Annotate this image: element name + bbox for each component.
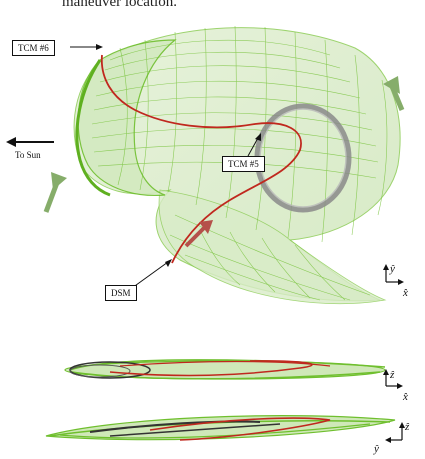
side-view-xz	[65, 360, 385, 379]
axis-z-side2: ẑ	[404, 421, 410, 433]
dsm-label: DSM	[105, 285, 137, 301]
dsm-leader	[132, 262, 168, 288]
to-sun-label: To Sun	[15, 150, 41, 160]
axis-y-main: ŷ	[389, 263, 395, 275]
flow-arrow-left-head	[51, 172, 67, 190]
axis-z-side1: ẑ	[389, 369, 395, 381]
tcm6-label: TCM #6	[12, 40, 55, 56]
side-view-yz	[46, 416, 395, 440]
tcm5-label: TCM #5	[222, 156, 265, 172]
axis-x-main: x̂	[402, 287, 408, 299]
axis-y-side2: ŷ	[373, 443, 379, 455]
to-sun-arrow-head	[6, 137, 16, 147]
axis-x-side1: x̂	[402, 391, 408, 403]
